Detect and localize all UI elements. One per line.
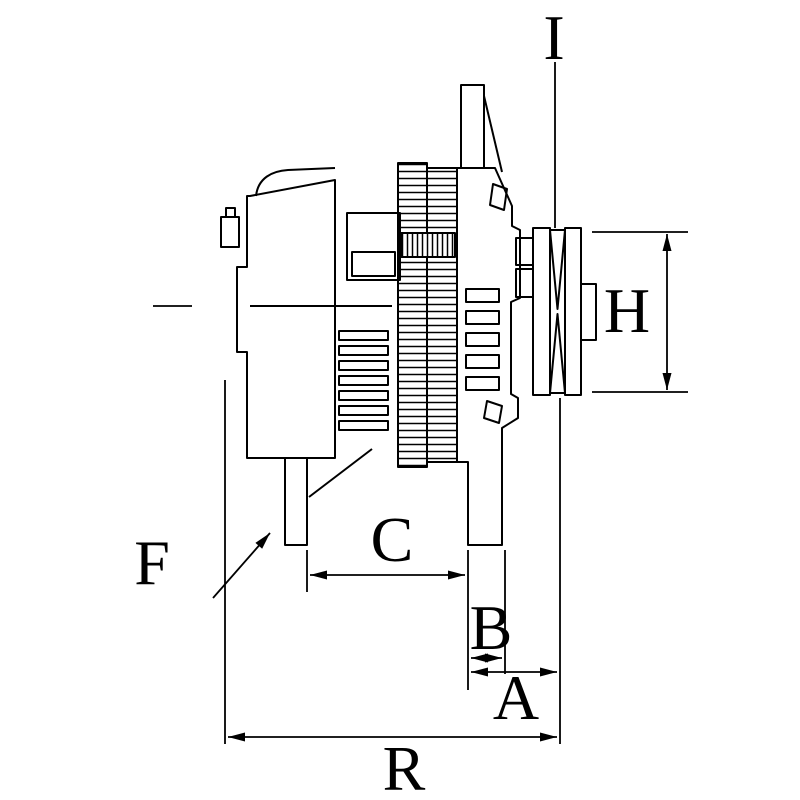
fan-fins-right — [426, 167, 458, 463]
dim-label-i: I — [543, 2, 565, 73]
dim-label-f: F — [134, 527, 170, 598]
bracket-detail-top — [489, 183, 508, 211]
shaft-spacer — [515, 237, 534, 266]
front-bracket — [456, 167, 521, 546]
vent-slot — [338, 405, 389, 416]
mid-block — [346, 212, 401, 281]
terminal-cap — [225, 207, 236, 218]
dim-label-h: H — [603, 275, 651, 346]
bracket-slant-edge — [483, 95, 503, 173]
pulley-flange-right — [564, 227, 582, 396]
pulley-groove-bottom — [549, 313, 566, 394]
shaft-spacer — [515, 268, 534, 298]
vent-slot — [465, 310, 500, 325]
shaft-top — [460, 84, 485, 169]
vent-slot — [465, 354, 500, 369]
vent-slot — [465, 332, 500, 347]
leader-arrow-f — [212, 532, 271, 599]
rear-vent-slots — [338, 330, 389, 431]
vent-slot — [338, 345, 389, 356]
dim-label-a: A — [492, 662, 540, 733]
vent-slot — [338, 360, 389, 371]
mount-leg-left — [284, 457, 308, 546]
dim-label-b: B — [469, 592, 513, 663]
rotor-band — [400, 232, 456, 258]
front-vent-slots — [465, 288, 500, 391]
vent-slot — [465, 376, 500, 391]
body-diagonal-edge — [308, 448, 373, 498]
dimension-lines — [153, 62, 688, 744]
pulley-flange-left — [532, 227, 551, 396]
vent-slot — [338, 330, 389, 341]
rear-housing-top — [255, 167, 336, 197]
vent-slot — [338, 375, 389, 386]
pulley — [515, 227, 597, 396]
vent-slot — [338, 420, 389, 431]
dim-label-r: R — [382, 733, 426, 800]
fan-fins-left — [397, 162, 428, 468]
bracket-detail-bottom — [483, 400, 503, 424]
vent-slot — [465, 288, 500, 303]
shaft-nut — [580, 283, 597, 341]
terminal-block — [220, 216, 240, 248]
alternator-body — [220, 84, 597, 546]
pulley-groove-top — [549, 229, 566, 310]
vent-slot — [338, 390, 389, 401]
rear-housing — [236, 179, 336, 459]
mid-block-inner — [351, 251, 396, 277]
dim-label-c: C — [370, 504, 414, 575]
